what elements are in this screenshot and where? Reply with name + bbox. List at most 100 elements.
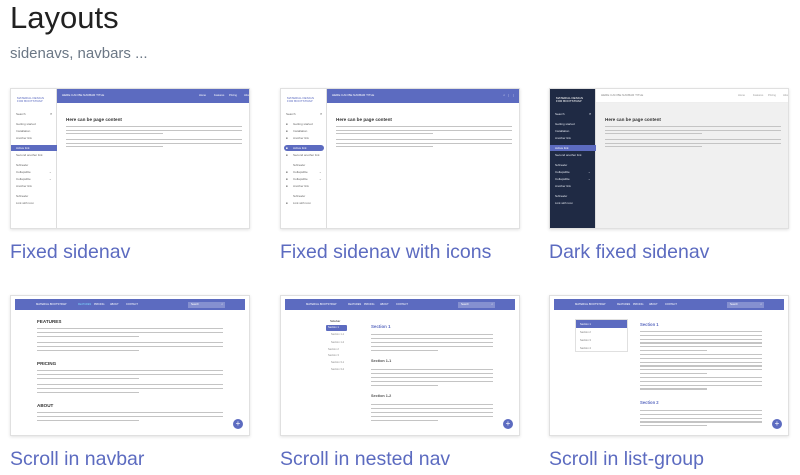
text-line (640, 425, 708, 427)
active-nav-item (326, 324, 347, 331)
chevron-down-icon: ⌄ (49, 170, 52, 174)
navbar-link: PRICING (633, 303, 644, 306)
text-line (37, 328, 223, 330)
chevron-down-icon: ⌄ (588, 177, 591, 181)
sidebar-item: Subheader (293, 164, 306, 167)
sidebar-item: Another link (16, 184, 32, 188)
item-icon: ■ (286, 153, 288, 157)
sidebar-item: Subheader (293, 195, 306, 198)
nav-item: Section 1 (328, 326, 339, 329)
page-subtitle: sidenavs, navbars ... (10, 45, 148, 62)
fab-add-button[interactable]: + (503, 419, 513, 429)
item-icon: ■ (286, 136, 288, 140)
navbar: HERE CAN BE NAVBAR TITLE⌕⋮⋮ (327, 89, 519, 103)
content-heading: Here can be page content (336, 117, 392, 122)
search-input: Search⌕ (727, 301, 764, 308)
text-line (66, 129, 242, 131)
text-line (66, 126, 242, 128)
sidebar-brand: FOR BOOTSTRAP (287, 99, 313, 103)
sidebar-search: Search (555, 112, 565, 116)
active-item-highlight (284, 145, 324, 151)
sidebar-brand: FOR BOOTSTRAP (17, 99, 43, 103)
card-label[interactable]: Fixed sidenav (10, 241, 131, 263)
text-line (371, 377, 493, 379)
text-line (37, 391, 140, 393)
text-line (371, 346, 493, 348)
sidebar-item: Getting started (293, 122, 313, 126)
navbar-brand: MATERIAL BOOTSTRAP (575, 303, 606, 306)
section-heading: Section 2 (640, 400, 659, 405)
search-icon: ⌕ (491, 301, 493, 306)
sidebar-item: Getting started (555, 122, 575, 126)
chevron-down-icon: ⌄ (49, 177, 52, 181)
card-label[interactable]: Fixed sidenav with icons (280, 241, 492, 263)
text-line (640, 380, 762, 382)
text-line (640, 388, 708, 390)
text-line (37, 419, 140, 421)
text-line (640, 357, 762, 359)
text-line (640, 350, 708, 352)
text-line (37, 373, 223, 375)
text-line (640, 421, 762, 423)
sidebar-brand: MATERIAL DESIGN (556, 96, 584, 100)
text-line (640, 365, 762, 367)
fab-add-button[interactable]: + (233, 419, 243, 429)
navbar-link: PRICING (364, 303, 375, 306)
navbar-link: Home (738, 94, 745, 97)
sidebar-item: Installation (293, 129, 308, 133)
text-line (640, 417, 762, 419)
text-line (640, 354, 762, 356)
list-item: Section 4 (580, 346, 591, 350)
fab-add-button[interactable]: + (772, 419, 782, 429)
navbar-link: FEATURES (617, 303, 631, 306)
search-input: Search⌕ (188, 301, 225, 308)
text-line (605, 139, 781, 141)
sidebar-item: Collapsible (555, 170, 570, 174)
text-line (605, 146, 702, 148)
navbar-link: Pricing (768, 94, 776, 97)
text-line (66, 142, 242, 144)
card-label[interactable]: Scroll in navbar (10, 448, 145, 470)
text-line (640, 377, 762, 379)
text-line (371, 381, 493, 383)
sidebar-item: Installation (555, 129, 570, 133)
nav-item: Section 3 (328, 354, 339, 357)
text-line (371, 350, 439, 352)
nav-title: Sidebar (330, 319, 341, 323)
sidebar-item: Second another link (16, 153, 43, 157)
search-icon: ⌕ (589, 111, 592, 116)
navbar-brand: MATERIAL BOOTSTRAP (306, 303, 337, 306)
item-icon: ■ (286, 146, 288, 150)
text-line (640, 373, 708, 375)
card-label[interactable]: Dark fixed sidenav (549, 241, 710, 263)
text-line (605, 133, 702, 135)
search-icon: ⌕ (50, 111, 53, 116)
content-heading: Here can be page content (605, 117, 661, 122)
text-line (640, 384, 762, 386)
chevron-down-icon: ⌄ (319, 177, 322, 181)
text-line (371, 416, 493, 418)
search-icon: ⌕ (320, 111, 323, 116)
sidebar-item: Collapsible (293, 170, 308, 174)
sidebar-item: Active link (555, 146, 569, 150)
card-label[interactable]: Scroll in nested nav (280, 448, 451, 470)
card-label[interactable]: Scroll in list-group (549, 448, 704, 470)
item-icon: ■ (286, 177, 288, 181)
